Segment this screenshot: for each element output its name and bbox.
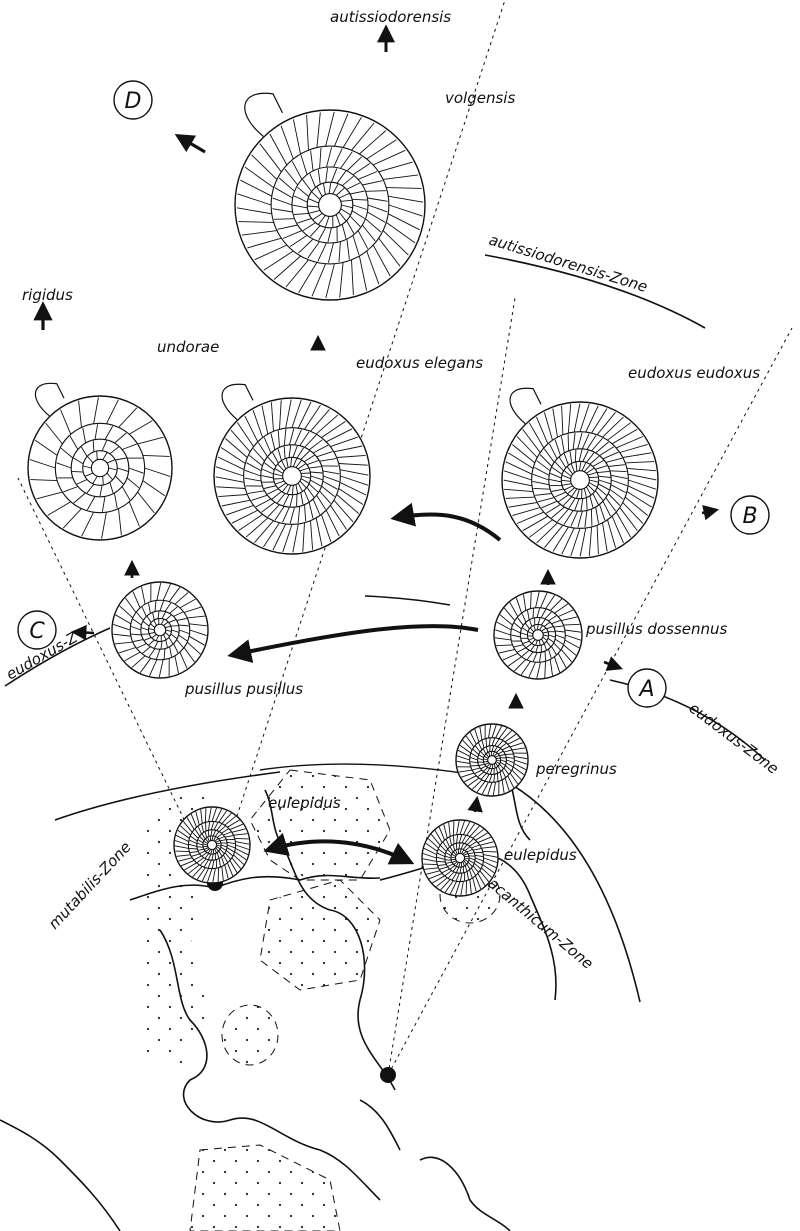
- ammonite-pusillus-dossennus: [494, 591, 582, 679]
- dotted-island-left: [222, 1005, 278, 1065]
- dotted-land-mid: [260, 880, 380, 990]
- label-volgensis: volgensis: [445, 89, 515, 107]
- ammonite-peregrinus: [456, 724, 528, 796]
- marker-A: A: [628, 669, 666, 707]
- ammonite-undorae: [28, 383, 172, 540]
- label-peregrinus: peregrinus: [535, 760, 617, 778]
- label-pusillus-pusillus: pusillus pusillus: [184, 680, 303, 698]
- svg-text:C: C: [29, 619, 45, 644]
- label-eulepidus-right: eulepidus: [504, 846, 577, 864]
- arrow-eulepidus-to-peregrinus: [475, 799, 477, 812]
- coastline-7: [0, 1120, 120, 1231]
- label-pusillus-dossennus: pusillus dossennus: [585, 620, 728, 638]
- dotted-land-bottom: [190, 1145, 340, 1231]
- marker-B: B: [731, 496, 769, 534]
- label-eulepidus-left: eulepidus: [268, 794, 341, 812]
- svg-text:A: A: [637, 677, 654, 702]
- zone-mark-center: [365, 596, 450, 605]
- svg-text:D: D: [125, 89, 142, 114]
- arrow-to-B: [702, 510, 716, 513]
- ammonite-eulepidus-left: [174, 807, 250, 883]
- ammonite-eudoxus-elegans: [214, 384, 370, 554]
- coastline-6: [420, 1157, 510, 1231]
- svg-text:B: B: [742, 504, 757, 529]
- label-eudoxus-elegans: eudoxus elegans: [356, 354, 483, 372]
- label-eudoxus-zone-right: eudoxus-Zone: [686, 699, 782, 778]
- label-mutabilis-zone: mutabilis-Zone: [45, 838, 135, 933]
- arrow-eudoxus-to-elegans: [395, 514, 500, 540]
- coastline-8: [360, 1100, 400, 1150]
- zone-arc-acanthicum: [500, 778, 640, 1002]
- arrow-to-D: [178, 136, 205, 152]
- origin-dot-right: [380, 1067, 396, 1083]
- arrow-to-C: [74, 632, 94, 633]
- ammonite-volgensis: [235, 93, 425, 300]
- label-autissiodorensis-zone: autissiodorensis-Zone: [487, 231, 650, 296]
- label-eudoxus-eudoxus: eudoxus eudoxus: [628, 364, 760, 382]
- label-undorae: undorae: [157, 338, 219, 356]
- label-acanthicum-zone: acanthicum-Zone: [484, 874, 596, 972]
- ammonite-pusillus-pusillus: [112, 582, 208, 678]
- dotted-land-center: [250, 770, 390, 880]
- arrow-pusillus-to-pusillus: [232, 626, 478, 655]
- label-autissiodorensis: autissiodorensis: [330, 8, 451, 26]
- ammonite-eudoxus-eudoxus: [502, 388, 658, 558]
- label-rigidus: rigidus: [22, 286, 73, 304]
- marker-D: D: [114, 81, 152, 119]
- arrow-to-A: [604, 662, 620, 668]
